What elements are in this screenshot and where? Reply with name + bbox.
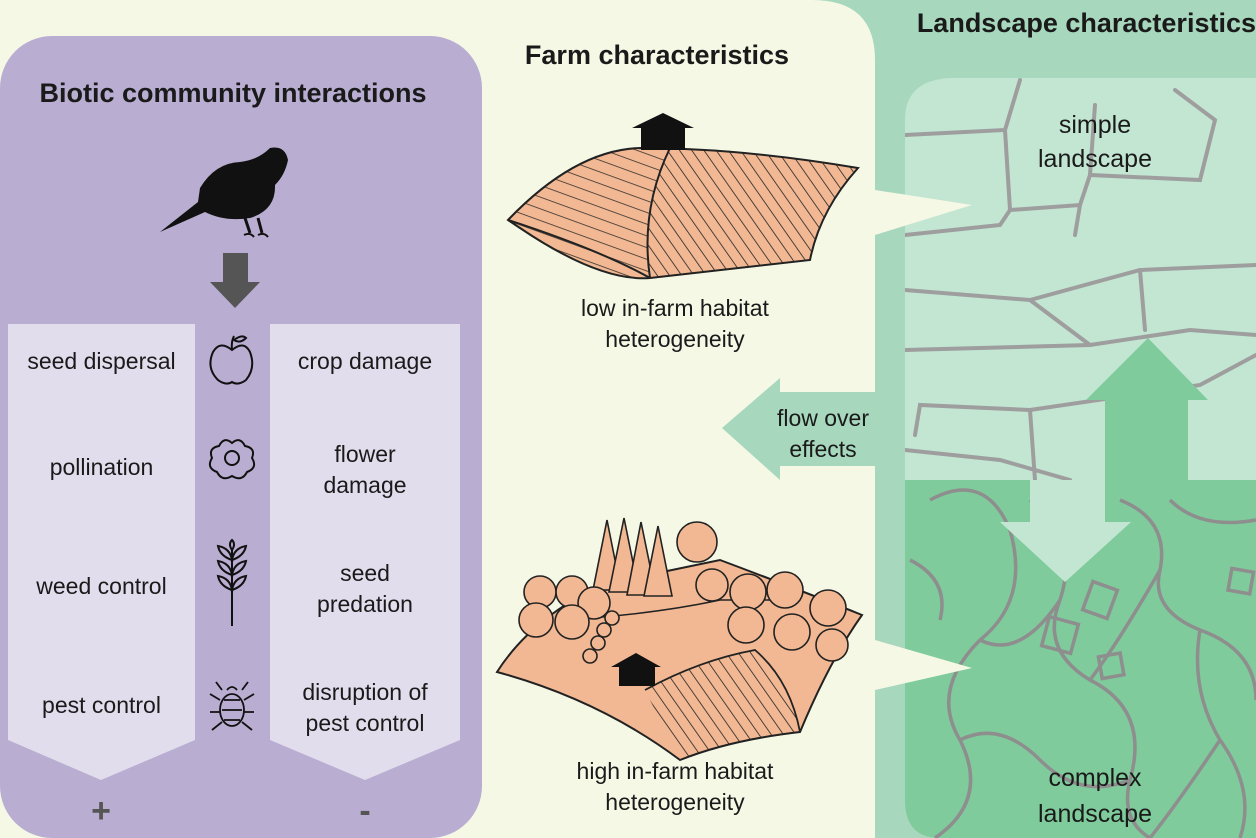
negative-item: crop damage [297, 348, 433, 374]
negative-item: disruption of pest control [302, 679, 428, 736]
positive-item: seed dispersal [27, 348, 176, 374]
wheat-icon [216, 538, 248, 626]
negative-item: seed predation [317, 560, 413, 617]
complex-landscape-label: complex landscape [1038, 764, 1152, 828]
negative-column [270, 324, 460, 780]
low-heterogeneity-label: low in-farm habitat heterogeneity [581, 295, 769, 352]
barn-icon [611, 653, 661, 686]
positive-item: weed control [36, 573, 167, 599]
apple-icon [209, 335, 254, 385]
positive-item: pollination [49, 454, 154, 480]
plus-sign: + [91, 792, 111, 830]
high-heterogeneity-label: high in-farm habitat heterogeneity [576, 758, 774, 815]
high-heterogeneity-farm [495, 517, 864, 762]
barn-icon [632, 113, 694, 150]
farm-title: Farm characteristics [524, 40, 790, 70]
bug-icon [209, 681, 255, 731]
flow-over-label: flow over effects [776, 405, 870, 462]
negative-item: flower damage [323, 441, 407, 498]
bird-icon [160, 147, 288, 238]
flow-over-arrow [722, 378, 875, 480]
simple-landscape-label: simple landscape [1038, 111, 1152, 173]
low-heterogeneity-farm [506, 113, 860, 280]
down-arrow-icon [210, 253, 260, 308]
landscape-transition-arrows [1000, 338, 1208, 582]
flower-icon [208, 439, 256, 480]
minus-sign: - [359, 792, 371, 830]
complex-landscape-map [905, 480, 1256, 838]
positive-column [8, 324, 195, 780]
landscape-title: Landscape characteristics [916, 8, 1256, 38]
positive-item: pest control [42, 692, 161, 718]
biotic-title: Biotic community interactions [39, 78, 427, 108]
